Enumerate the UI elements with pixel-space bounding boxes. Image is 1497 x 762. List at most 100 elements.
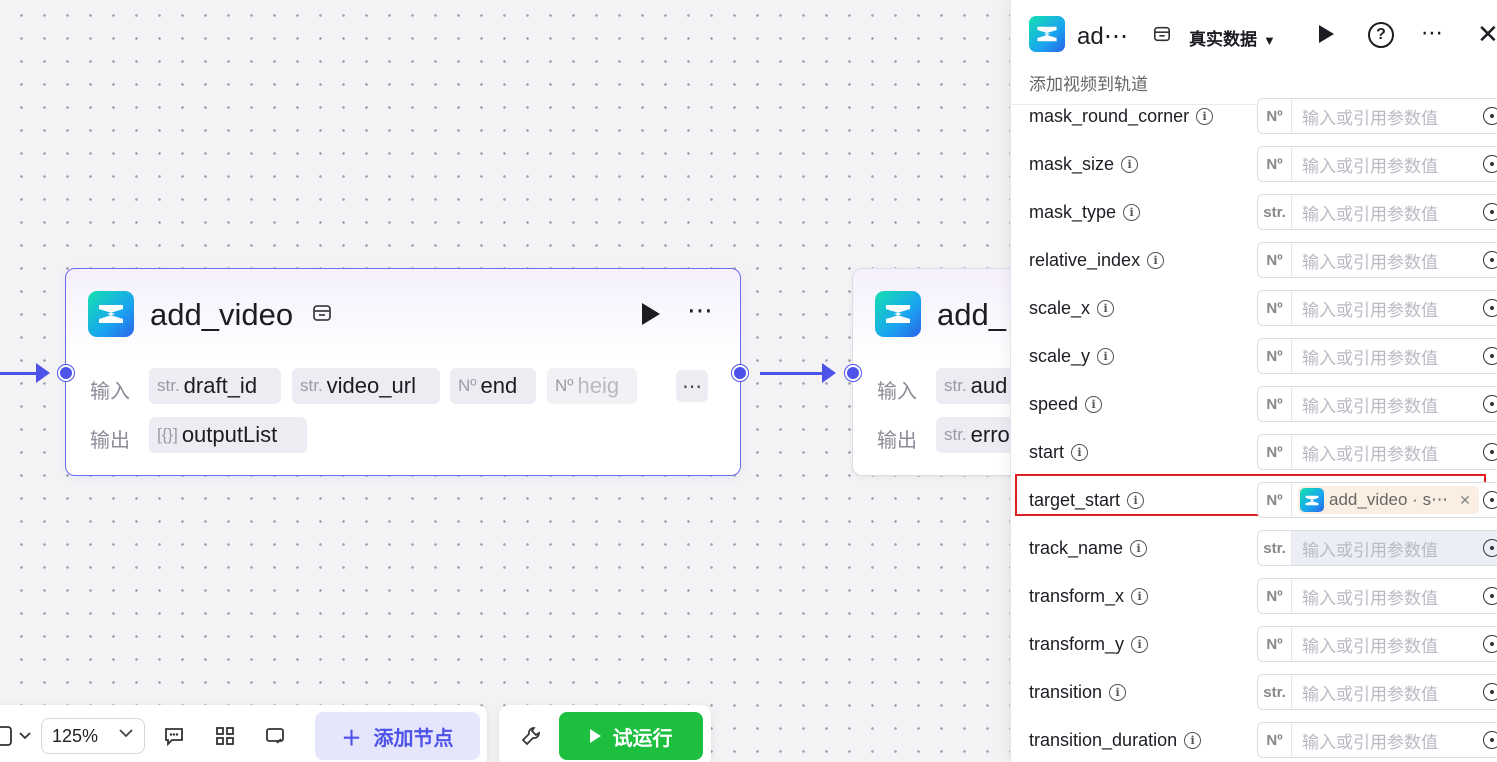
note-icon[interactable] <box>264 725 286 747</box>
close-icon[interactable]: ✕ <box>1459 491 1471 508</box>
reference-icon[interactable] <box>1483 443 1497 461</box>
output-name: outputList <box>181 422 278 447</box>
reference-icon[interactable] <box>1483 539 1497 557</box>
info-icon[interactable]: i <box>1131 588 1149 605</box>
comment-icon[interactable] <box>163 725 185 747</box>
more-icon[interactable]: ⋯ <box>687 295 714 325</box>
input-name: end <box>480 373 518 398</box>
param-label: transform_y <box>1029 634 1125 654</box>
zoom-select[interactable]: 125% <box>41 718 145 754</box>
param-placeholder: 输入或引用参数值 <box>1302 588 1438 608</box>
info-icon[interactable]: i <box>1121 156 1139 173</box>
more-inputs-button[interactable]: ⋯ <box>676 370 708 402</box>
type-badge: Nº <box>1258 627 1292 661</box>
node-add-video[interactable]: add_video ⋯ 输入 str.draft_id str.video_ur… <box>65 268 741 476</box>
close-icon[interactable]: ✕ <box>1477 19 1497 49</box>
param-placeholder: 输入或引用参数值 <box>1302 252 1438 272</box>
info-icon[interactable]: i <box>1085 396 1103 413</box>
reference-icon[interactable] <box>1483 203 1497 221</box>
info-icon[interactable]: i <box>1109 684 1127 701</box>
reference-icon[interactable] <box>1483 683 1497 701</box>
info-icon[interactable]: i <box>1097 348 1115 365</box>
node1-input-port[interactable] <box>58 365 74 381</box>
reference-chip[interactable]: add_video · s⋯✕ <box>1298 486 1479 514</box>
node1-output-port[interactable] <box>732 365 748 381</box>
info-icon[interactable]: i <box>1147 252 1165 269</box>
reference-icon[interactable] <box>1483 107 1497 125</box>
chevron-down-icon[interactable] <box>16 725 34 747</box>
param-name: transform_y i <box>1029 634 1149 655</box>
info-icon[interactable]: i <box>1130 540 1148 557</box>
param-input[interactable]: Nº 输入或引用参数值 <box>1257 626 1497 662</box>
param-input[interactable]: str.输入或引用参数值 <box>1257 530 1497 566</box>
test-run-button[interactable]: 试运行 <box>559 712 703 760</box>
param-label: relative_index <box>1029 250 1141 270</box>
node2-input-port[interactable] <box>845 365 861 381</box>
param-placeholder: 输入或引用参数值 <box>1302 636 1438 656</box>
type-label: str. <box>944 376 967 395</box>
param-name: track_name i <box>1029 538 1148 559</box>
param-input[interactable]: str.输入或引用参数值 <box>1257 194 1497 230</box>
reference-icon[interactable] <box>1483 299 1497 317</box>
info-icon[interactable]: i <box>1071 444 1089 461</box>
data-mode-dropdown[interactable]: 真实数据▼ <box>1189 25 1276 50</box>
reference-icon[interactable] <box>1483 491 1497 509</box>
grid-icon[interactable] <box>214 725 236 747</box>
reference-icon[interactable] <box>1483 635 1497 653</box>
param-input[interactable]: str.输入或引用参数值 <box>1257 674 1497 710</box>
reference-icon[interactable] <box>1483 587 1497 605</box>
info-icon[interactable]: i <box>1123 204 1141 221</box>
panel-title[interactable]: ad⋯ <box>1077 23 1128 50</box>
help-icon[interactable]: ? <box>1368 22 1394 48</box>
store-icon <box>1153 25 1171 48</box>
type-badge: Nº <box>1258 291 1292 325</box>
node-title: add_ <box>937 297 1006 332</box>
play-icon[interactable] <box>642 303 660 325</box>
reference-icon[interactable] <box>1483 347 1497 365</box>
reference-icon[interactable] <box>1483 731 1497 749</box>
info-icon[interactable]: i <box>1196 108 1214 125</box>
more-icon[interactable]: ⋯ <box>1421 20 1444 45</box>
wrench-icon[interactable] <box>519 725 543 747</box>
param-label: scale_x <box>1029 298 1091 318</box>
reference-icon[interactable] <box>1483 155 1497 173</box>
reference-icon[interactable] <box>1483 395 1497 413</box>
input-tag: str.draft_id <box>149 368 281 404</box>
output-name: erro <box>970 422 1010 447</box>
type-badge: str. <box>1258 531 1292 565</box>
param-placeholder: 输入或引用参数值 <box>1302 204 1438 224</box>
param-label: track_name <box>1029 538 1124 558</box>
reference-icon[interactable] <box>1483 251 1497 269</box>
workflow-canvas[interactable]: add_video ⋯ 输入 str.draft_id str.video_ur… <box>0 0 1052 762</box>
minimap-icon[interactable] <box>0 725 14 747</box>
plus-icon: ＋ <box>341 727 362 750</box>
add-node-button[interactable]: ＋ 添加节点 <box>315 712 480 760</box>
run-toolbar: 试运行 <box>499 705 711 762</box>
info-icon[interactable]: i <box>1097 300 1115 317</box>
param-label: transition <box>1029 682 1103 702</box>
info-icon[interactable]: i <box>1184 732 1202 749</box>
play-icon[interactable] <box>1319 25 1334 43</box>
info-icon[interactable]: i <box>1131 636 1149 653</box>
info-icon[interactable]: i <box>1127 492 1145 509</box>
param-label: mask_size <box>1029 154 1115 174</box>
